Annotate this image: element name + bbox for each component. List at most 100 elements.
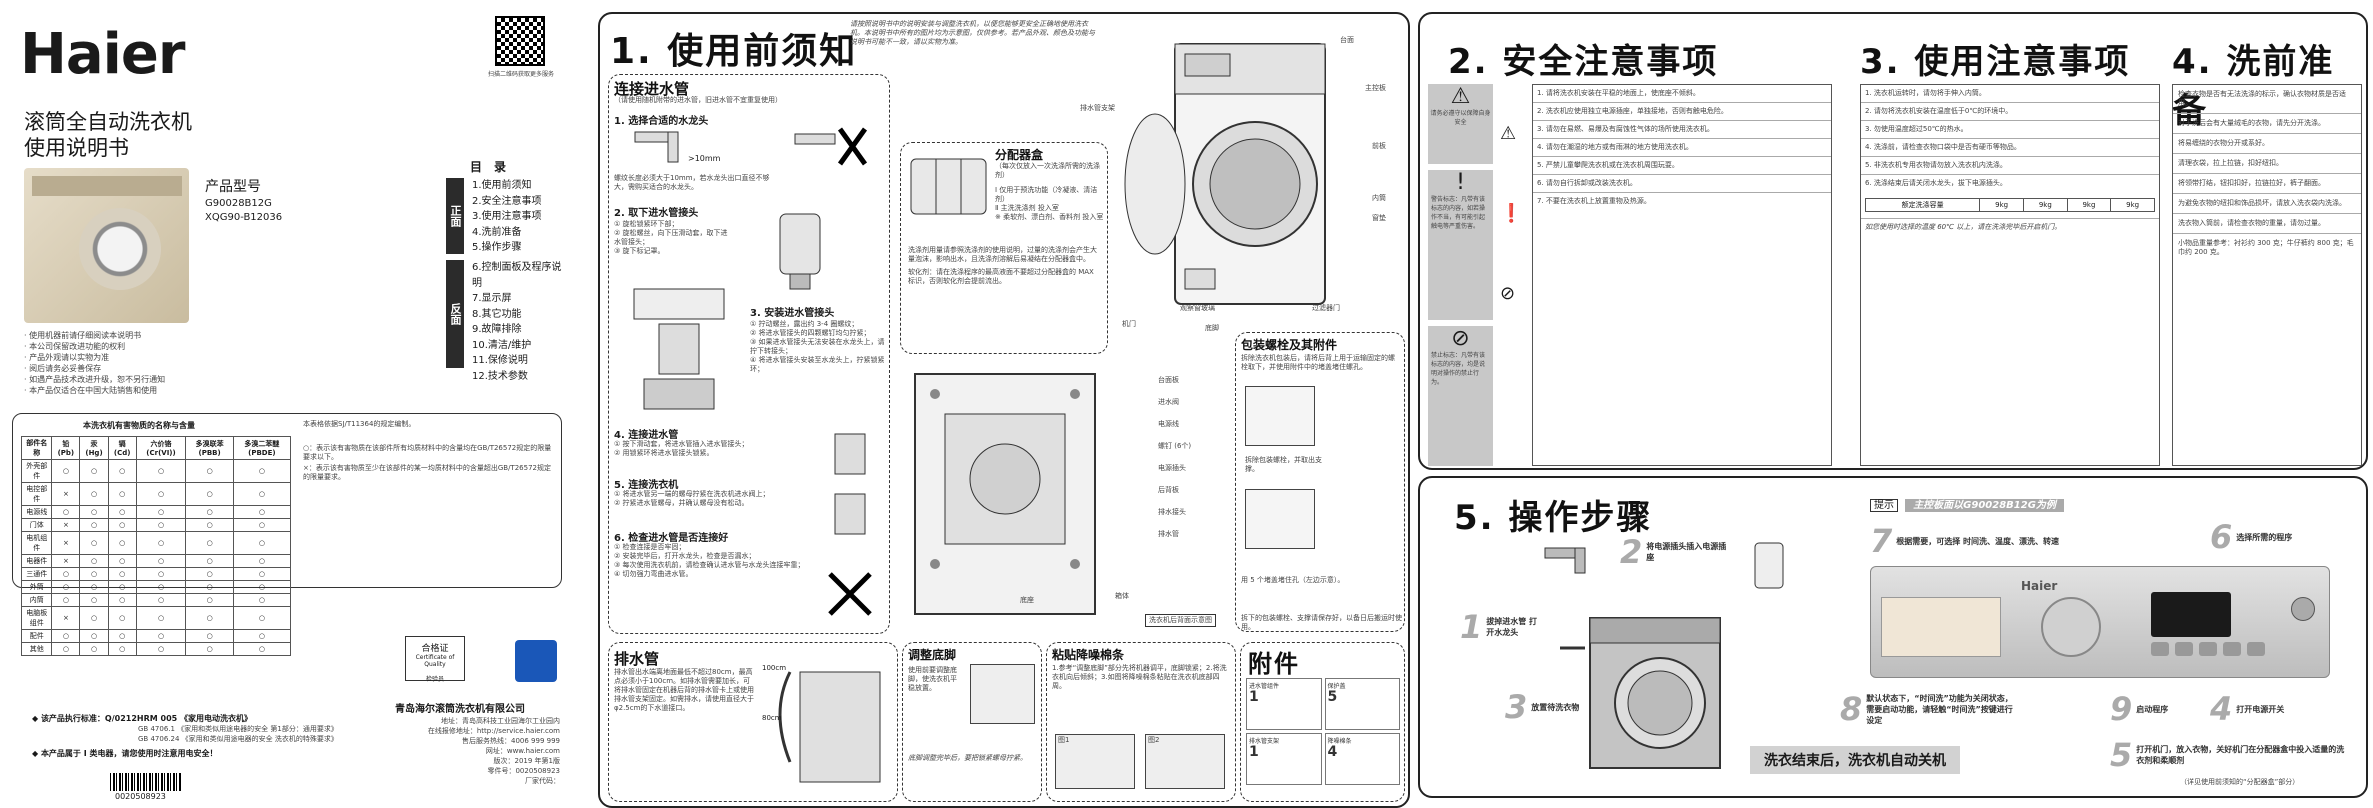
table-cell: 内筒 (20, 593, 53, 607)
drain-hose-box (608, 642, 898, 802)
table-row: 内筒○○○○○○ (20, 593, 292, 607)
model-number-2: XQG90-B12036 (205, 212, 283, 223)
table-cell: ○ (135, 531, 187, 555)
section5-footnote: （详见使用前须知的“分配器盒”部分） (2180, 778, 2300, 786)
toc-item[interactable]: 11.保修说明 (472, 355, 528, 366)
table-cell: ○ (107, 593, 137, 607)
table-cell: ○ (135, 629, 187, 643)
part-label-filter: 过滤器门 (1312, 304, 1340, 312)
part-label-drum: 内筒 (1372, 194, 1386, 202)
table-cell: ○ (135, 593, 187, 607)
toc-item[interactable]: 10.清洁/维护 (472, 339, 532, 351)
part-label-gasket: 窗垫 (1372, 214, 1386, 222)
table-cell: ○ (185, 629, 234, 643)
panel-button[interactable] (2175, 642, 2193, 656)
section2-title: 2. 安全注意事项 (1448, 42, 1719, 82)
toc-item[interactable]: 2.安全注意事项 (472, 195, 542, 207)
table-row: 电源线○○○○○○ (20, 505, 292, 519)
table-cell: ○ (107, 531, 137, 555)
table-row: 门体×○○○○○ (20, 518, 292, 532)
noise-fig-2 (1145, 734, 1225, 789)
washer-back-illustration (914, 373, 1096, 615)
section5-tip: 提示 主控板面以G90028B12G为例 (1870, 496, 2064, 512)
toc-item[interactable]: 8.其它功能 (472, 308, 522, 320)
section1-title: 1. 使用前须知 (610, 31, 858, 72)
step2-title: 2. 取下进水管接头 (614, 208, 699, 219)
toc-item[interactable]: 9.故障排除 (472, 324, 522, 335)
table-cell: ○ (185, 580, 234, 594)
step1-title: 1. 选择合适的水龙头 (614, 116, 709, 127)
table-cell: × (51, 606, 81, 630)
washer-product-photo (24, 168, 189, 323)
safety-class-warning: ◆ 本产品属于 I 类电器，请您使用时注意用电安全！ (32, 749, 218, 758)
washer-front-illustration (1124, 43, 1326, 305)
noise-strip-box (1046, 642, 1236, 802)
table-cell: ○ (51, 567, 81, 581)
panel-button[interactable] (2199, 642, 2217, 656)
table-cell: ○ (107, 518, 137, 532)
table-row: 电机组件×○○○○○ (20, 531, 292, 555)
noise-strip-title: 粘贴降噪棉条 (1052, 648, 1125, 662)
panel-button[interactable] (2223, 642, 2241, 656)
bolts-fig-2 (1245, 489, 1315, 549)
table-row: 电脑板组件×○○○○○ (20, 606, 292, 630)
table-cell: ○ (185, 459, 234, 483)
cert-inspector: 检验员 (425, 676, 444, 683)
hose-connection-illustration (828, 433, 872, 616)
table-row: 三通件○○○○○○ (20, 567, 292, 581)
barcode (110, 773, 182, 791)
table-cell: ○ (135, 554, 187, 568)
table-cell: ○ (107, 606, 137, 630)
table-cell: ○ (51, 593, 81, 607)
table-cell: 其他 (20, 642, 53, 656)
panel-button[interactable] (2247, 642, 2265, 656)
warning-icon: ⚠ (1500, 123, 1517, 144)
table-cell: ○ (135, 580, 187, 594)
certification-mark (515, 640, 557, 682)
part-label-front: 前板 (1372, 142, 1386, 150)
table-cell: ○ (107, 459, 137, 483)
feet-text: 使用前要调整底脚，使洗衣机平稳放置。 (908, 666, 957, 692)
power-button[interactable] (2291, 597, 2315, 621)
step5-list: ① 将进水管另一端的螺母拧紧在洗衣机进水阀上；② 拧紧进水管螺母，并确认螺母没有… (614, 490, 770, 507)
toc-item[interactable]: 6.控制面板及程序说明 (472, 262, 562, 289)
table-cell: ○ (135, 505, 187, 519)
noise-fig-1 (1055, 734, 1135, 789)
table-cell: ○ (107, 505, 137, 519)
washer-operation-illustration (1560, 617, 1721, 769)
step3-list: ① 拧动螺丝，露出约 3-4 圈螺纹；② 将进水管接头的四颗螺钉均匀拧紧；③ 如… (750, 320, 885, 373)
toc-item[interactable]: 1.使用前须知 (472, 180, 532, 191)
program-knob[interactable] (2041, 597, 2101, 657)
warn-panel-3: ⊘ 禁止标志：凡带有该标志的内容，均是说明对操作的禁止行为。 (1428, 326, 1493, 466)
toc-item[interactable]: 5.操作步骤 (472, 242, 522, 253)
table-cell: ○ (79, 554, 109, 568)
toc-item[interactable]: 12.技术参数 (472, 370, 528, 382)
toc-item[interactable]: 3.使用注意事项 (472, 211, 542, 222)
table-cell: × (51, 554, 81, 568)
safety-items-list: 1. 请将洗衣机安装在平稳的地面上，使底座不倾斜。 2. 洗衣机应使用独立电源插… (1532, 84, 1832, 466)
table-cell: ○ (107, 482, 137, 506)
toc-item[interactable]: 4.洗前准备 (472, 226, 522, 238)
control-panel-image: Haier (1870, 566, 2330, 678)
table-cell: ○ (51, 459, 81, 483)
cert-sub: Certificate of Quality (415, 654, 455, 668)
part-label-glass: 观察窗玻璃 (1180, 304, 1215, 312)
connect-hose-box (608, 74, 890, 634)
table-cell: ○ (79, 459, 109, 483)
table-cell: ○ (185, 642, 234, 656)
table-cell: ○ (51, 580, 81, 594)
table-cell: ○ (232, 642, 292, 656)
table-cell: × (51, 518, 81, 532)
panel-button[interactable] (2151, 642, 2169, 656)
step5-title: 5. 连接洗衣机 (614, 480, 679, 491)
toc-item[interactable]: 7.显示屏 (472, 293, 512, 304)
table-cell: ○ (135, 482, 187, 506)
faucet-dim: >10mm (688, 154, 721, 163)
cert-label: 合格证 (421, 644, 449, 654)
